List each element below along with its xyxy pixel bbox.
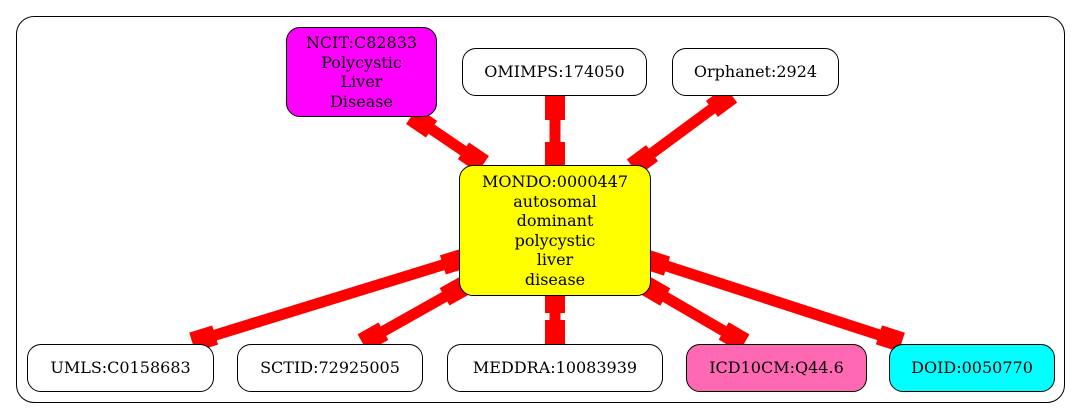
edge-meddra (545, 289, 565, 344)
node-ncit-c82833[interactable]: NCIT:C82833 Polycystic Liver Disease (286, 27, 437, 117)
edge-ncit (406, 107, 489, 173)
node-umls-c0158683[interactable]: UMLS:C0158683 (27, 344, 214, 392)
edge-end-cap (545, 142, 565, 166)
node-label-line: MEDDRA:10083939 (472, 358, 638, 378)
node-label-line: Disease (330, 91, 393, 111)
edge-line (194, 253, 464, 347)
edge-line (646, 254, 900, 347)
node-icd10cm-q44-6[interactable]: ICD10CM:Q44.6 (686, 344, 867, 392)
edge-omimps (545, 96, 565, 166)
node-label-line: UMLS:C0158683 (50, 358, 191, 378)
node-label-line: Liver (340, 72, 383, 91)
node-label-line: polycystic (514, 230, 596, 250)
edge-end-cap (545, 320, 565, 344)
graph-frame (16, 16, 1065, 403)
node-doid-0050770[interactable]: DOID:0050770 (889, 344, 1055, 392)
node-label-line: Orphanet:2924 (693, 62, 818, 82)
node-label-line: ICD10CM:Q44.6 (709, 358, 844, 378)
node-label-line: Polycystic (321, 52, 402, 72)
edge-umls (189, 248, 469, 352)
edge-end-cap (545, 96, 565, 120)
node-label-line: MONDO:0000447 (481, 172, 629, 191)
node-label-line: liver (536, 250, 574, 269)
node-label-line: dominant (516, 211, 594, 230)
edge-orphanet (626, 86, 738, 176)
node-orphanet-2924[interactable]: Orphanet:2924 (672, 48, 839, 96)
node-label-line: DOID:0050770 (911, 358, 1033, 378)
node-label-line: SCTID:72925005 (260, 358, 400, 378)
node-mondo-0000447[interactable]: MONDO:0000447 autosomal dominant polycys… (459, 165, 651, 296)
node-meddra-10083939[interactable]: MEDDRA:10083939 (447, 344, 663, 392)
node-omimps-174050[interactable]: OMIMPS:174050 (462, 48, 647, 96)
node-label-line: autosomal (513, 191, 597, 211)
node-label-line: NCIT:C82833 (305, 33, 418, 52)
node-sctid-72925005[interactable]: SCTID:72925005 (237, 344, 423, 392)
node-label-line: OMIMPS:174050 (484, 62, 625, 82)
node-label-line: disease (524, 269, 586, 289)
